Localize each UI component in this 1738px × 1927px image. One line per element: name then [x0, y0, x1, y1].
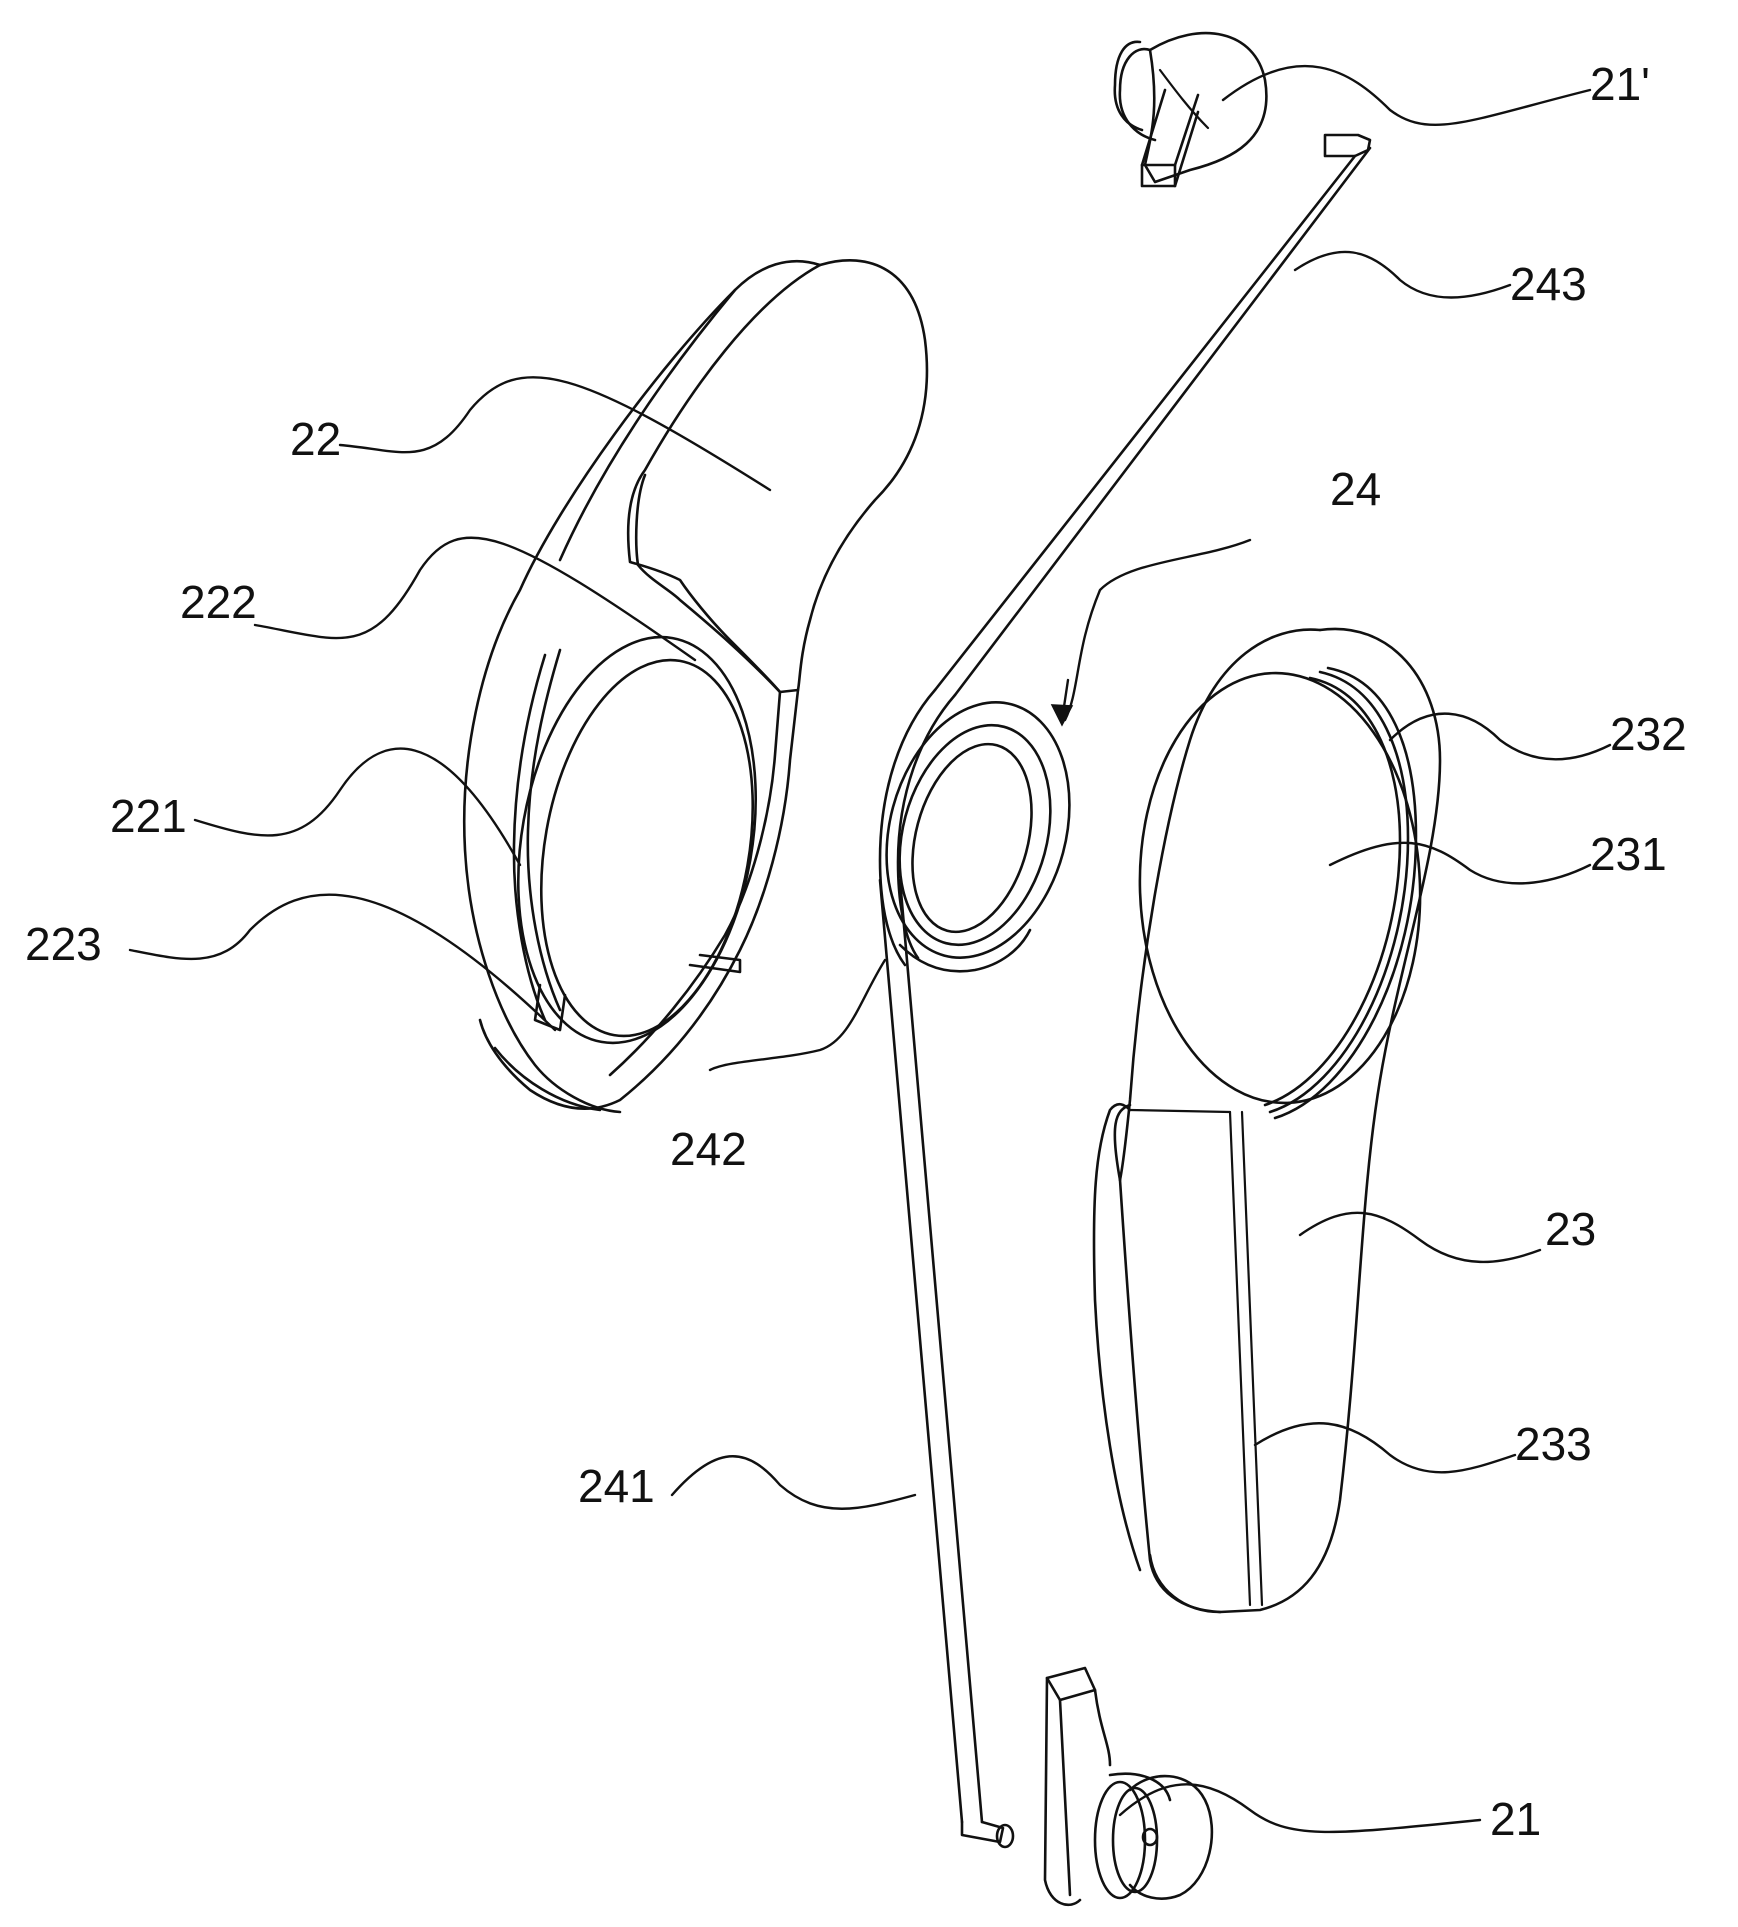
label-242: 242: [670, 1123, 747, 1175]
label-221: 221: [110, 790, 187, 842]
label-243: 243: [1510, 258, 1587, 310]
label-231: 231: [1590, 828, 1667, 880]
label-23: 23: [1545, 1203, 1596, 1255]
label-21-prime: 21': [1590, 58, 1650, 110]
part-21-end-cap: [1045, 1668, 1212, 1905]
label-241: 241: [578, 1460, 655, 1512]
label-22: 22: [290, 413, 341, 465]
label-24: 24: [1330, 463, 1381, 515]
leader-lines: [130, 66, 1610, 1832]
part-24-torsion-spring: [859, 135, 1370, 1847]
label-223: 223: [25, 918, 102, 970]
label-232: 232: [1610, 708, 1687, 760]
reference-numerals: 21' 243 22 24 222 232 221 231 223 242 23…: [25, 58, 1687, 1845]
label-222: 222: [180, 576, 257, 628]
label-233: 233: [1515, 1418, 1592, 1470]
part-23-right-housing: [1094, 629, 1440, 1612]
part-21-prime-end-cap: [1115, 33, 1267, 186]
part-22-left-housing: [464, 260, 927, 1112]
label-21: 21: [1490, 1793, 1541, 1845]
